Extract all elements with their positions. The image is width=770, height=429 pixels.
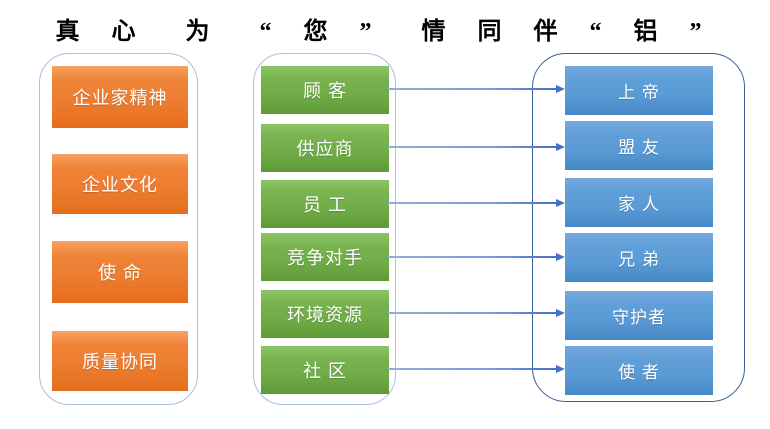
box-brother: 兄 弟 [565,233,713,282]
arrow-employee-to-family [388,199,565,207]
left-panel: 企业家精神 企业文化 使 命 质量协同 [39,53,198,405]
box-employee: 员 工 [261,180,389,228]
arrow-community-to-messenger [388,365,565,373]
box-customer: 顾 客 [261,66,389,114]
box-corporate-culture: 企业文化 [52,154,188,214]
box-environment-resource: 环境资源 [261,290,389,338]
middle-panel: 顾 客 供应商 员 工 竞争对手 环境资源 社 区 [253,53,396,405]
box-quality-synergy: 质量协同 [52,331,188,391]
arrow-competitor-to-brother [388,253,565,261]
box-ally: 盟 友 [565,121,713,170]
arrow-customer-to-god [388,85,565,93]
box-god: 上 帝 [565,66,713,115]
diagram-title: 真 心 为 “ 您 ” 情 同 伴 “ 铝 ” [55,19,715,45]
box-messenger: 使 者 [565,346,713,395]
box-entrepreneur-spirit: 企业家精神 [52,66,188,128]
box-supplier: 供应商 [261,124,389,172]
box-guardian: 守护者 [565,291,713,340]
box-competitor: 竞争对手 [261,233,389,281]
arrow-environment-to-guardian [388,309,565,317]
box-family: 家 人 [565,178,713,227]
right-panel: 上 帝 盟 友 家 人 兄 弟 守护者 使 者 [532,53,745,402]
box-community: 社 区 [261,346,389,394]
box-mission: 使 命 [52,241,188,303]
arrow-supplier-to-ally [388,143,565,151]
